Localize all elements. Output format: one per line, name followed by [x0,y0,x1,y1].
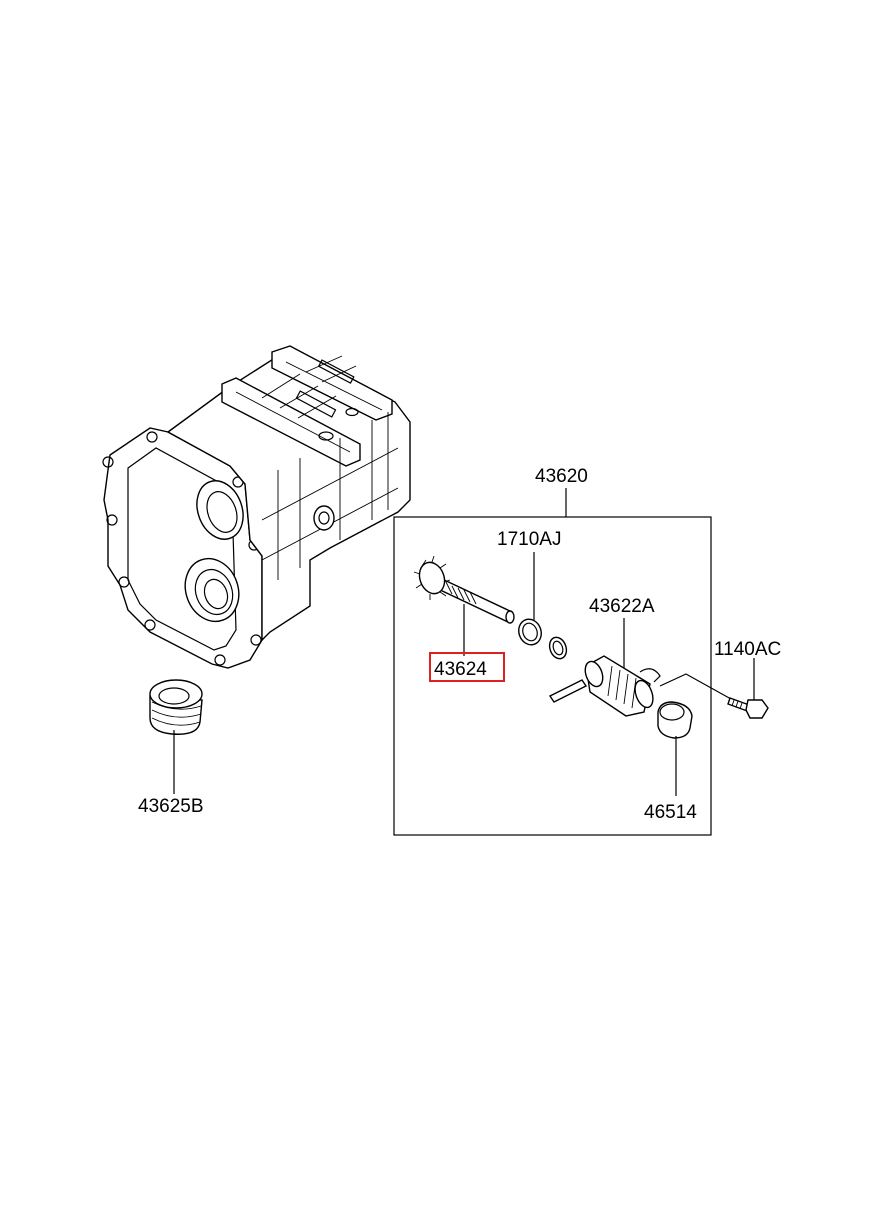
pin[interactable] [548,679,588,703]
sleeve-43625B[interactable] [149,679,203,735]
washer-ring[interactable] [547,635,570,661]
transmission-case[interactable] [102,345,411,669]
label-43625B[interactable]: 43625B [138,796,204,817]
o-ring-1710AJ[interactable] [515,616,545,648]
highlight-43624 [429,652,505,682]
sleeve-housing-43622A[interactable] [582,655,661,717]
label-1140AC[interactable]: 1140AC [714,639,781,660]
label-43624[interactable]: 43624 [434,659,487,680]
bolt-1140AC[interactable] [727,697,769,719]
leader-bolt-link [659,673,741,705]
label-46514[interactable]: 46514 [644,802,697,823]
assembly-frame [393,516,712,836]
cap-46514[interactable] [657,701,693,739]
label-43620[interactable]: 43620 [535,466,588,487]
label-1710AJ[interactable]: 1710AJ [497,529,561,550]
label-43622A[interactable]: 43622A [589,596,655,617]
driven-gear-43624[interactable] [413,555,515,624]
